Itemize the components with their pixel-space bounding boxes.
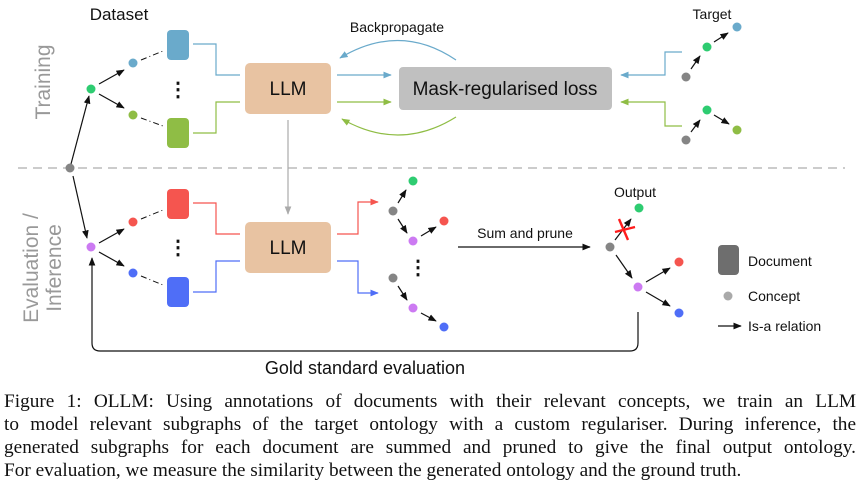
legend-concept-icon [723,291,733,301]
concept-node [128,110,138,120]
backpropagate-label: Backpropagate [350,19,444,35]
is-a-edge [420,312,437,322]
is-a-edge [645,267,671,283]
llm-box-training [245,63,331,114]
is-a-edge [98,93,125,109]
concept-node [128,268,138,278]
evaluation-label-line2: Inference [43,224,66,312]
concept-node [408,176,418,186]
gold-standard-label: Gold standard evaluation [265,358,465,378]
caption-line: Figure 1: OLLM: Using annotations of doc… [4,391,856,412]
is-a-edge [713,32,729,43]
legend-concept-label: Concept [748,288,800,304]
caption-line: to model relevant subgraphs of the targe… [4,414,856,435]
target-connector-green [620,98,682,127]
is-a-edge [397,218,408,234]
is-a-edge [98,69,125,85]
evaluation-label-line1: Evaluation / [20,213,43,323]
is-a-edge [397,285,408,301]
output-label: Output [614,184,656,200]
is-a-edge [72,175,89,239]
connector-blue [193,43,240,76]
concept-node [633,282,643,292]
concept-node [674,308,684,318]
dashdot-link [140,275,164,286]
llm-box-inference [245,222,331,273]
document-royal-blue [167,277,189,307]
concept-node [408,236,418,246]
concept-node [702,42,712,52]
is-a-edge [713,114,730,125]
connector-royal-blue [193,260,240,293]
prune-cross-icon [614,218,636,241]
document-red [167,189,189,219]
is-a-edge [397,189,407,204]
caption-line: For evaluation, we measure the similarit… [4,460,742,481]
target-label: Target [693,6,732,22]
concept-node [674,257,684,267]
output-connector-royal-blue [337,260,379,297]
dashdot-link [140,209,164,220]
concept-node [702,105,712,115]
concept-node [128,217,138,227]
backprop-arrow-green [341,116,457,136]
ellipsis: ⋮ [168,79,188,101]
legend-is-a-label: Is-a relation [748,318,821,334]
is-a-edge [690,119,701,133]
concept-node [86,242,96,252]
concept-node [439,216,449,226]
concept-node [681,72,691,82]
legend: Document Concept Is-a relation [718,245,821,334]
is-a-edge [98,228,125,244]
concept-node [439,322,449,332]
legend-document-icon [718,245,739,275]
concept-node [408,303,418,313]
ellipsis: ⋮ [408,257,428,279]
figure-caption: Figure 1: OLLM: Using annotations of doc… [4,390,856,482]
target-connector-blue [620,51,682,79]
concept-node [634,203,644,213]
is-a-edge [98,251,125,267]
concept-node [732,125,742,135]
concept-node [681,135,691,145]
llm-label-inference: LLM [270,238,307,259]
dashdot-link [140,50,164,61]
backprop-arrow-blue [339,39,457,61]
output-connector-red [337,198,379,235]
is-a-edge [420,226,437,237]
ollm-diagram: Training Evaluation / Inference Dataset … [18,5,845,378]
concept-node [128,58,138,68]
document-blue [167,30,189,60]
is-a-edge [615,254,633,279]
ellipsis: ⋮ [168,237,188,259]
sum-and-prune-label: Sum and prune [477,225,573,241]
training-label: Training [32,44,55,119]
is-a-edge [645,291,671,307]
legend-document-label: Document [748,253,812,269]
caption-line: generated subgraphs for each document ar… [4,437,856,458]
connector-green [193,101,240,134]
gold-standard-arrow-path [88,257,639,352]
concept-node [388,273,398,283]
document-green [167,118,189,148]
concept-node [732,22,742,32]
dashdot-link [140,117,164,127]
dataset-label: Dataset [90,5,149,24]
llm-label-training: LLM [270,79,307,100]
concept-node [388,206,398,216]
root-concept-node [65,163,75,173]
is-a-edge [690,55,701,70]
loss-label: Mask-regularised loss [413,79,598,100]
is-a-edge [70,95,91,165]
concept-node [86,84,96,94]
connector-red [193,202,240,235]
concept-node [605,242,615,252]
loss-box [399,67,612,110]
